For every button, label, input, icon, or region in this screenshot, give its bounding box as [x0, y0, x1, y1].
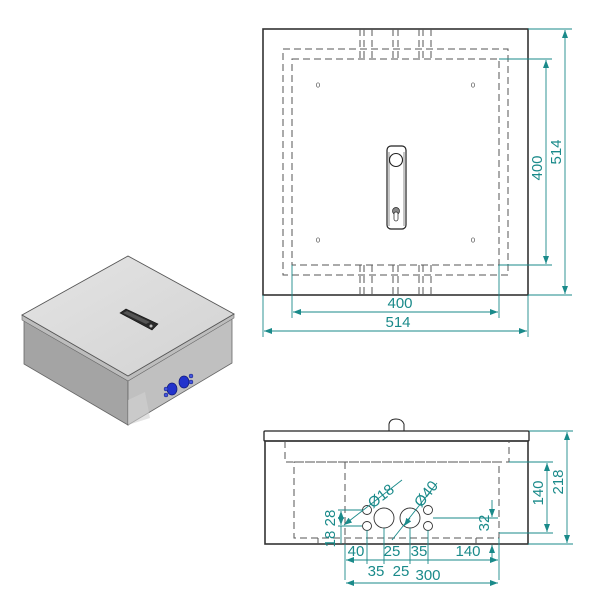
outer-outline: [262, 28, 529, 296]
svg-text:Ø40: Ø40: [411, 478, 442, 511]
svg-text:35: 35: [411, 543, 428, 560]
dim-top-vertical-400: 400: [499, 58, 552, 266]
svg-text:514: 514: [385, 314, 410, 331]
isometric-view: [21, 255, 235, 426]
hidden-slots-top: [359, 29, 432, 59]
svg-text:218: 218: [550, 469, 567, 494]
top-view: 400 514 400 514: [262, 28, 572, 337]
front-view: Ø18 Ø40 28 18 32 140: [263, 418, 573, 586]
svg-text:40: 40: [348, 543, 365, 560]
svg-text:400: 400: [529, 155, 546, 180]
dim-front-horizontal-chain-2: 35 25: [368, 563, 410, 580]
handle-lock-icon: [386, 145, 407, 230]
svg-text:25: 25: [393, 563, 410, 580]
inner-hidden-line: [291, 58, 500, 266]
dim-top-horizontal-400: 400: [291, 265, 500, 318]
dim-hole-40: Ø40: [391, 478, 442, 541]
dim-front-vertical-140: 140: [499, 461, 553, 534]
dim-front-horizontal-300: 300: [346, 567, 498, 586]
dim-front-horizontal-chain-1: 40 25 35 140: [344, 528, 500, 580]
svg-text:514: 514: [548, 139, 565, 164]
dim-top-vertical-514: 514: [528, 28, 572, 296]
svg-text:28: 28: [322, 510, 339, 527]
mounting-holes: [316, 82, 475, 243]
hidden-slots-bottom: [359, 265, 432, 295]
svg-text:35: 35: [368, 563, 385, 580]
outer-hidden-line: [282, 48, 509, 276]
svg-text:32: 32: [476, 515, 493, 532]
dim-top-horizontal-514: 514: [262, 295, 529, 337]
handle-icon: [119, 308, 159, 331]
lid-outline: [263, 430, 530, 442]
body-outline: [264, 440, 529, 545]
svg-text:400: 400: [387, 295, 412, 312]
svg-text:300: 300: [415, 567, 440, 584]
dim-front-vertical-28-18: 28 18: [322, 509, 362, 548]
dim-front-vertical-218: 218: [528, 430, 573, 545]
svg-text:140: 140: [455, 543, 480, 560]
svg-text:18: 18: [322, 531, 339, 548]
svg-text:140: 140: [530, 480, 547, 505]
svg-text:25: 25: [384, 543, 401, 560]
cable-entries-icon: [163, 373, 194, 398]
